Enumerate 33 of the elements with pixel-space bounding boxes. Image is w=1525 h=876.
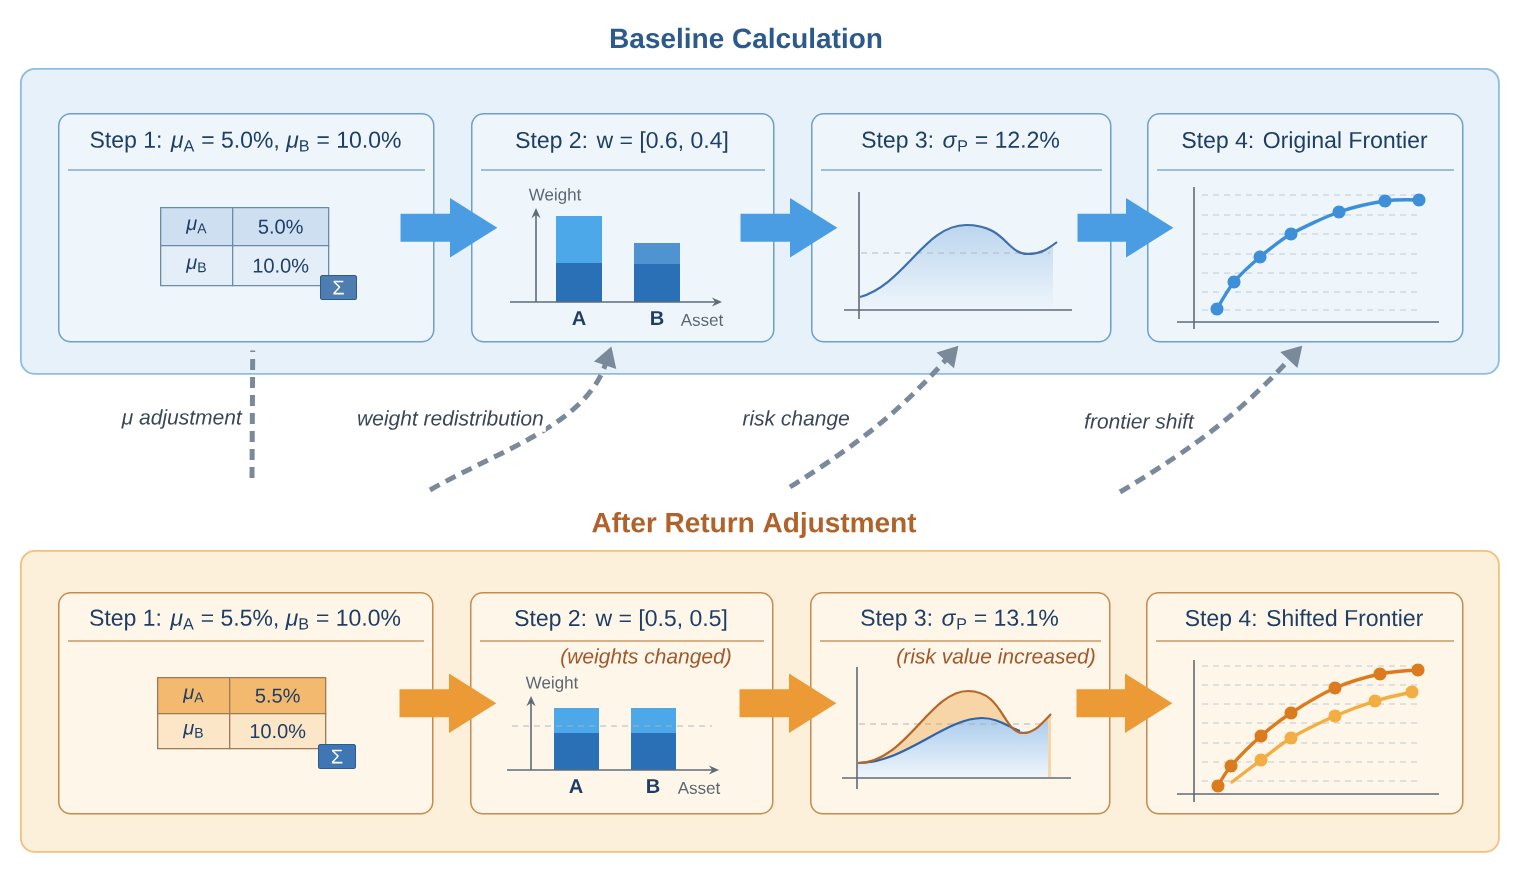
category-label: A (569, 779, 583, 793)
step-heading: Step 1: μ$_{A}$ = 5.0%, μ$_{B}$ = 10.0% (90, 131, 401, 153)
table-cell: 5.5% (229, 677, 327, 715)
axis-label: Weight (528, 188, 582, 204)
table-cell: μ$_{A}$ (157, 677, 231, 715)
edge-label: μ adjustment (119, 407, 244, 431)
axis-label: Asset (677, 782, 721, 794)
step-heading: Step 4: Original Frontier (1182, 131, 1428, 153)
step-heading: Step 2: w = [0.6, 0.4] (516, 131, 728, 153)
table-cell: 10.0% (229, 713, 327, 750)
table-cell: μ$_{B}$ (157, 713, 231, 750)
step-heading: Step 2: w = [0.5, 0.5] (515, 609, 727, 631)
panel-title: Baseline Calculation (610, 27, 882, 49)
table-cell: μ$_{B}$ (160, 245, 234, 287)
annotation-text: (weights changed) (561, 648, 731, 668)
category-label: A (572, 311, 586, 325)
step-heading: Step 3: σ$_{P}$ = 12.2% (862, 131, 1059, 153)
axis-label: Weight (525, 676, 579, 692)
step-heading: Step 3: σ$_{P}$ = 13.1% (861, 609, 1058, 631)
step-heading: Step 1: μ$_{A}$ = 5.5%, μ$_{B}$ = 10.0% (90, 609, 401, 631)
category-label: B (647, 779, 660, 793)
table-cell: 10.0% (232, 245, 330, 287)
edge-label: risk change (740, 408, 852, 432)
panel-title: After Return Adjustment (592, 511, 917, 539)
annotation-text: (risk value increased) (897, 648, 1095, 668)
dashed-line (249, 350, 256, 478)
table-cell: 5.0% (232, 207, 330, 247)
category-label: B (651, 311, 664, 325)
axis-label: Asset (680, 314, 724, 326)
table-cell: μ$_{A}$ (160, 207, 234, 247)
edge-label: frontier shift (1082, 411, 1196, 431)
edge-label: weight redistribution (355, 408, 546, 432)
step-heading: Step 4: Shifted Frontier (1185, 609, 1423, 631)
